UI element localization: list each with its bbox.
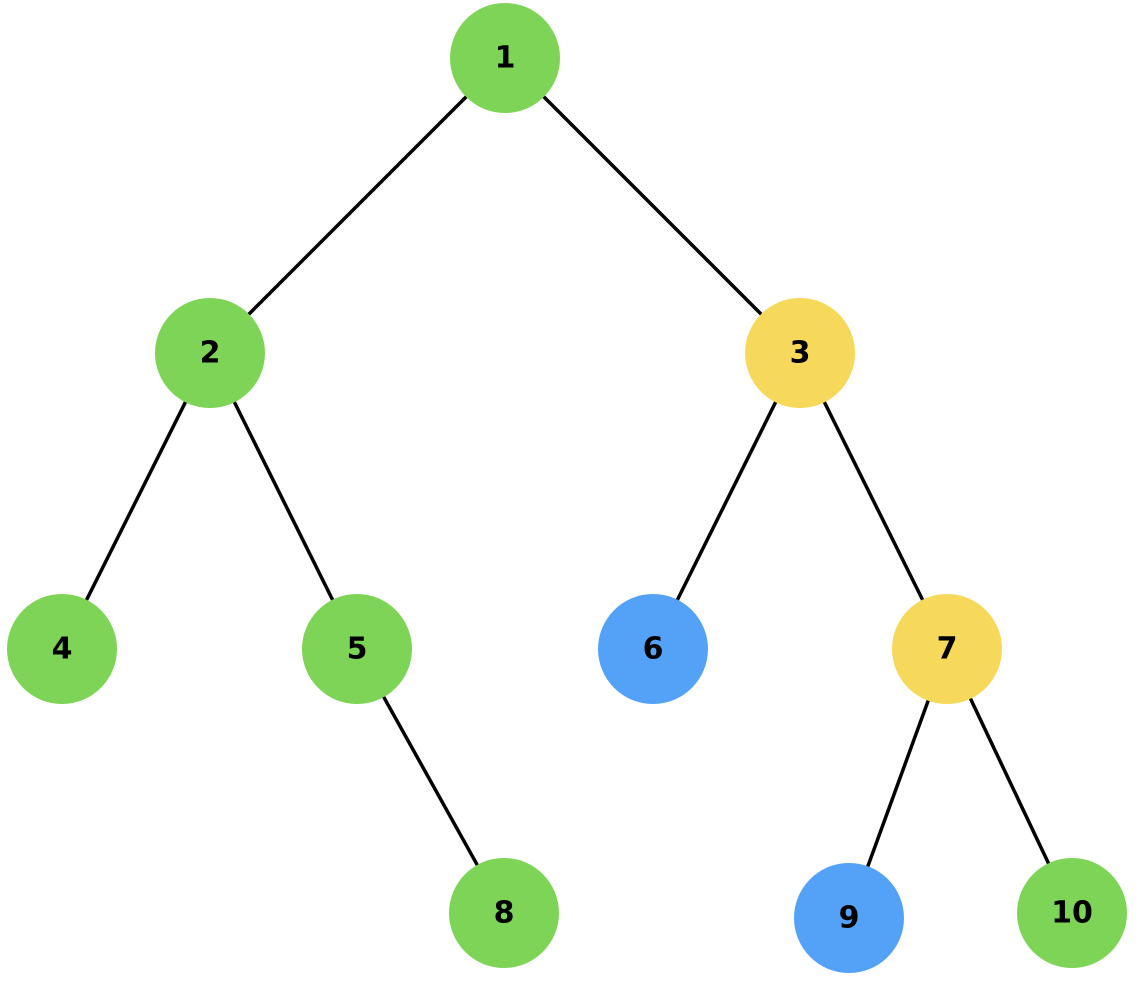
node-label-3: 3 — [790, 336, 811, 371]
node-circle-4 — [7, 594, 117, 704]
node-label-2: 2 — [200, 336, 221, 371]
edge-7-10 — [968, 696, 1051, 866]
tree-edges — [84, 95, 1051, 869]
node-label-10: 10 — [1051, 896, 1093, 931]
node-label-5: 5 — [347, 632, 368, 667]
node-circle-8 — [449, 858, 559, 968]
edge-3-6 — [675, 400, 778, 602]
tree-node-2: 2 — [155, 298, 265, 408]
node-circle-2 — [155, 298, 265, 408]
edge-1-2 — [247, 95, 468, 316]
tree-nodes: 1 2 3 4 5 6 7 8 9 10 — [7, 3, 1127, 973]
node-circle-7 — [892, 594, 1002, 704]
tree-node-10: 10 — [1017, 858, 1127, 968]
node-circle-3 — [745, 298, 855, 408]
tree-node-1: 1 — [450, 3, 560, 113]
node-label-4: 4 — [52, 632, 73, 667]
edge-7-9 — [866, 698, 930, 869]
node-label-7: 7 — [937, 632, 958, 667]
node-circle-9 — [794, 863, 904, 973]
tree-node-9: 9 — [794, 863, 904, 973]
node-label-8: 8 — [494, 896, 515, 931]
edge-2-4 — [84, 400, 188, 602]
edge-1-3 — [542, 95, 763, 316]
tree-node-6: 6 — [598, 594, 708, 704]
edge-2-5 — [232, 400, 335, 602]
tree-node-5: 5 — [302, 594, 412, 704]
node-circle-6 — [598, 594, 708, 704]
node-label-1: 1 — [495, 41, 516, 76]
edge-3-7 — [822, 400, 925, 602]
node-label-9: 9 — [839, 901, 860, 936]
tree-node-7: 7 — [892, 594, 1002, 704]
tree-node-4: 4 — [7, 594, 117, 704]
edge-5-8 — [382, 695, 479, 867]
node-label-6: 6 — [643, 632, 664, 667]
tree-node-8: 8 — [449, 858, 559, 968]
node-circle-5 — [302, 594, 412, 704]
node-circle-10 — [1017, 858, 1127, 968]
tree-node-3: 3 — [745, 298, 855, 408]
node-circle-1 — [450, 3, 560, 113]
